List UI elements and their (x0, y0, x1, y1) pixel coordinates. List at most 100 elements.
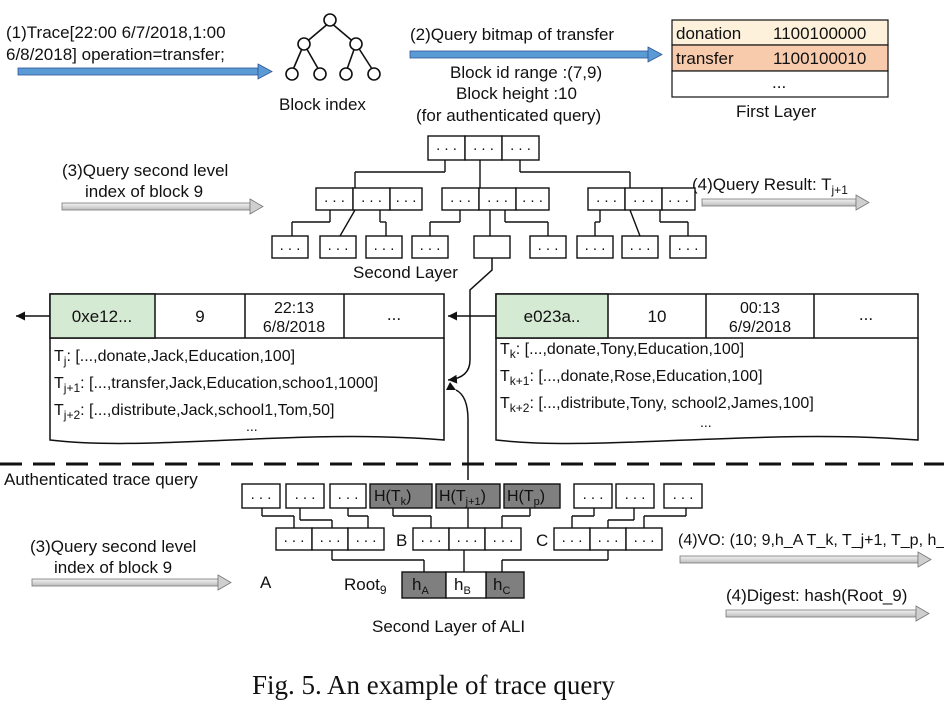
dots: . . . (295, 486, 316, 503)
tx-sub: k (510, 347, 517, 361)
digest-text: (4)Digest: hash(Root_9) (726, 586, 907, 605)
svg-text:Tj: [...,donate,Jack,Education: Tj: [...,donate,Jack,Education,100] (54, 348, 295, 368)
hash-leaf-base: H(T (507, 488, 534, 505)
root-label-sub: 9 (380, 583, 387, 597)
tx-text: : [...,distribute,Jack,school1,Tom,50] (80, 402, 334, 419)
hash-leaf-tail: ) (406, 488, 411, 505)
node-label-a: A (260, 573, 272, 592)
dots: . . . (396, 189, 417, 206)
block-left-time: 22:13 (274, 300, 314, 317)
step3-top-line1: (3)Query second level (62, 161, 228, 180)
dots: . . . (374, 237, 395, 254)
svg-text:Tk+1: [...,donate,Rose,Educati: Tk+1: [...,donate,Rose,Education,100] (500, 368, 763, 388)
dots: . . . (598, 529, 619, 546)
block-right-id: 10 (648, 307, 667, 326)
first-layer-row2-name: ... (772, 73, 786, 92)
svg-text:H(Tj+1): H(Tj+1) (439, 488, 486, 508)
root-cell-base: h (454, 575, 463, 594)
first-layer-row1-bits: 1100100010 (773, 49, 866, 68)
step1-line1: (1)Trace[22:00 6/7/2018,1:00 (6, 23, 226, 42)
root-cell-c (485, 571, 525, 599)
dots: . . . (457, 529, 478, 546)
node-label-b: B (396, 531, 407, 550)
step3-top-arrow (61, 198, 264, 215)
block-index-label: Block index (279, 95, 366, 114)
dots: . . . (538, 237, 559, 254)
root-cell-a (401, 571, 447, 599)
root-cell-sub: C (502, 585, 510, 597)
hash-leaf-k (369, 483, 433, 509)
block-left-more: ... (387, 305, 401, 324)
dots: . . . (625, 486, 646, 503)
first-layer-label: First Layer (736, 102, 817, 121)
svg-text:Tj+1: [...,transfer,Jack,Educa: Tj+1: [...,transfer,Jack,Education,schoo… (54, 375, 378, 395)
block-right-hash: e023a.. (524, 307, 581, 326)
auth-query-label: Authenticated trace query (4, 470, 198, 489)
block-left-ellipsis: ... (246, 418, 258, 434)
dots: . . . (522, 189, 543, 206)
tx-sub: k+1 (510, 374, 530, 388)
svg-text:hB: hB (454, 575, 471, 597)
node-label-c: C (536, 531, 548, 550)
svg-text:Root9: Root9 (344, 575, 387, 597)
dots: . . . (436, 137, 457, 154)
vo-text: (4)VO: (10; 9,h_A T_k, T_j+1, T_p, h_C) (678, 532, 944, 549)
digest-arrow (725, 605, 930, 622)
dots: . . . (510, 137, 531, 154)
hash-leaf-sub: k (401, 496, 407, 508)
step1-arrow (17, 63, 273, 80)
tx-text: : [...,transfer,Jack,Education,schoo1,10… (80, 375, 378, 392)
digest-annotation: (4)Digest: hash(Root_9) (725, 586, 930, 622)
svg-text:H(Tp): H(Tp) (507, 488, 545, 508)
leaf-to-tx-connector (447, 258, 493, 384)
step3-bottom-line1: (3)Query second level (30, 537, 196, 556)
step4-result-text: (4)Query Result: T (692, 175, 832, 194)
second-layer-tree: . . . . . . . . . . . . . . . . . . . . … (271, 135, 707, 259)
dots: . . . (630, 237, 651, 254)
first-layer-table: donation 1100100000 transfer 1100100010 … (671, 19, 889, 98)
hash-leaf-base: H(T (439, 488, 466, 505)
root-cell-base: h (493, 575, 502, 594)
block-left-card: 0xe12... 9 22:13 6/8/2018 ... Tj: [...,d… (49, 293, 445, 445)
dots: . . . (328, 237, 349, 254)
dots: . . . (562, 529, 583, 546)
hash-leaf-p (503, 483, 561, 509)
vo-annotation: (4)VO: (10; 9,h_A T_k, T_j+1, T_p, h_C) (678, 532, 944, 568)
second-layer-label: Second Layer (353, 263, 458, 282)
dots: . . . (324, 189, 345, 206)
step4-result-arrow (701, 194, 870, 211)
svg-text:Tk: [...,donate,Tony,Education: Tk: [...,donate,Tony,Education,100] (500, 341, 744, 361)
step2-arrow (409, 46, 663, 63)
dots: . . . (634, 529, 655, 546)
tx-base: T (500, 368, 510, 385)
step4-result-sub: j+1 (831, 183, 849, 197)
step2-title: (2)Query bitmap of transfer (410, 25, 614, 44)
tx-sub: j (63, 354, 67, 368)
figure-caption: Fig. 5. An example of trace query (252, 670, 615, 700)
tx-to-hash-connector (445, 381, 469, 480)
root-label-base: Root (344, 575, 380, 594)
dots: . . . (361, 189, 382, 206)
dots: . . . (338, 486, 359, 503)
root-cell-sub: B (463, 585, 470, 597)
step1-annotation: (1)Trace[22:00 6/7/2018,1:00 6/8/2018] o… (6, 23, 273, 80)
step1-line2: 6/8/2018] operation=transfer; (6, 45, 225, 64)
svg-text:(4)Query Result: Tj+1: (4)Query Result: Tj+1 (692, 175, 848, 197)
dots: . . . (284, 529, 305, 546)
tx-base: T (54, 348, 64, 365)
block-right-time: 00:13 (740, 300, 780, 317)
root-cell-base: h (412, 575, 421, 594)
ali-tree: . . . . . . . . . . . . . . . . . . . . … (241, 483, 703, 599)
tx-base: T (54, 375, 64, 392)
dots: . . . (320, 529, 341, 546)
svg-text:hC: hC (493, 575, 510, 597)
ali-label: Second Layer of ALI (372, 617, 525, 636)
dots: . . . (251, 486, 272, 503)
block-index-tree-icon (285, 13, 381, 81)
dots: . . . (583, 486, 604, 503)
dots: . . . (678, 237, 699, 254)
dots: . . . (633, 189, 654, 206)
tx-text: : [...,donate,Tony,Education,100] (516, 341, 744, 358)
dots: . . . (420, 237, 441, 254)
step3-bottom-line2: index of block 9 (54, 558, 172, 577)
